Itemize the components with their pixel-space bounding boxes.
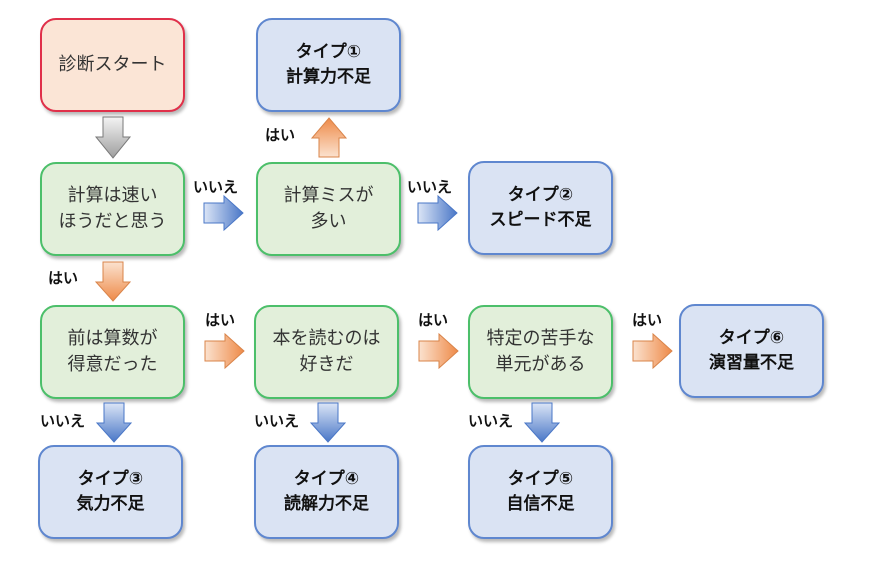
node-q-math-good: 前は算数が 得意だった (40, 305, 185, 399)
node-q-calc-fast: 計算は速い ほうだと思う (40, 162, 185, 256)
arrow-down-no-q4 (309, 402, 347, 443)
arrow-right-yes-q3 (204, 332, 245, 370)
node-type3: タイプ③ 気力不足 (38, 445, 183, 539)
arrow-down-no-q5 (523, 402, 561, 443)
arrow-right-yes-q5 (632, 332, 673, 370)
arrow-right-no-q2 (417, 194, 458, 232)
arrow-down-no-q3 (95, 402, 133, 443)
node-q-likes-reading-text: 本を読むのは 好きだ (272, 328, 381, 375)
edge-label-no-q3: いいえ (40, 412, 86, 430)
arrow-up-yes-q2 (310, 117, 348, 158)
node-type6: タイプ⑥ 演習量不足 (679, 304, 824, 398)
arrow-right-yes-q4 (418, 332, 459, 370)
arrow-down-yes-q1 (94, 261, 132, 302)
node-type2: タイプ② スピード不足 (468, 161, 613, 255)
edge-label-yes-q4: はい (418, 311, 449, 329)
edge-label-yes-q1: はい (48, 269, 79, 287)
node-q-calc-fast-text: 計算は速い ほうだと思う (58, 185, 167, 232)
edge-label-yes-q5: はい (632, 311, 663, 329)
node-q-calc-mistakes-text: 計算ミスが 多い (283, 185, 374, 232)
node-q-weak-unit: 特定の苦手な 単元がある (468, 305, 613, 399)
node-start-text: 診断スタート (58, 54, 167, 75)
node-q-likes-reading: 本を読むのは 好きだ (254, 305, 399, 399)
edge-label-no-q4: いいえ (254, 412, 300, 430)
node-type4: タイプ④ 読解力不足 (254, 445, 399, 539)
arrow-right-no-q1 (203, 194, 244, 232)
edge-label-no-q5: いいえ (468, 412, 514, 430)
edge-label-no-q2: いいえ (407, 178, 453, 196)
node-q-calc-mistakes: 計算ミスが 多い (256, 162, 401, 256)
node-type2-text: タイプ② スピード不足 (489, 185, 592, 230)
edge-label-yes-q2: はい (265, 126, 296, 144)
edge-label-yes-q3: はい (205, 311, 236, 329)
node-type1: タイプ① 計算力不足 (256, 18, 401, 112)
arrow-down-start (94, 116, 132, 159)
node-q-math-good-text: 前は算数が 得意だった (67, 328, 158, 375)
edge-label-no-q1: いいえ (193, 178, 239, 196)
node-type5-text: タイプ⑤ 自信不足 (506, 469, 575, 514)
node-type1-text: タイプ① 計算力不足 (286, 42, 371, 87)
node-type3-text: タイプ③ 気力不足 (76, 469, 145, 514)
node-type4-text: タイプ④ 読解力不足 (284, 469, 369, 514)
node-type5: タイプ⑤ 自信不足 (468, 445, 613, 539)
node-q-weak-unit-text: 特定の苦手な 単元がある (486, 328, 595, 375)
node-start: 診断スタート (40, 18, 185, 112)
node-type6-text: タイプ⑥ 演習量不足 (709, 328, 794, 373)
